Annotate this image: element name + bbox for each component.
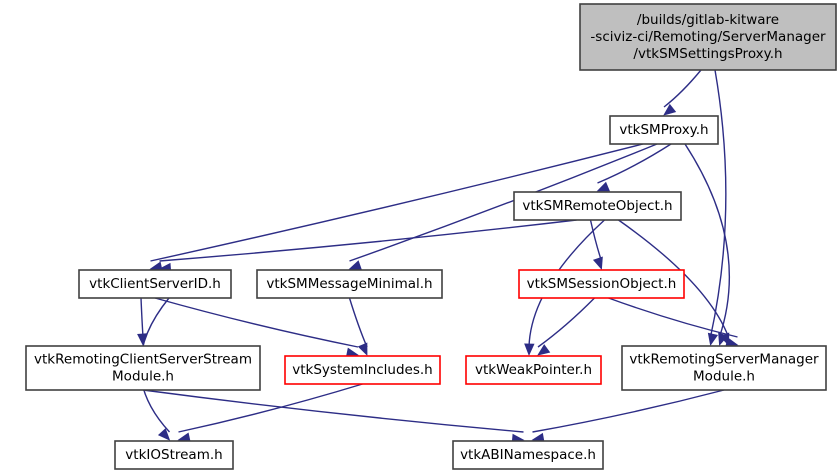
node-label-weakpointer: vtkWeakPointer.h — [475, 362, 592, 378]
node-label-clientserverid: vtkClientServerID.h — [89, 276, 221, 292]
node-iostream[interactable]: vtkIOStream.h — [114, 440, 234, 470]
node-systemincludes[interactable]: vtkSystemIncludes.h — [284, 355, 441, 385]
edge-remotingclientserverstreammodule-to-abinamespace — [142, 389, 524, 433]
edge-systemincludes-to-iostream — [178, 383, 363, 433]
node-box-root[interactable] — [579, 3, 837, 71]
edge-smmessageminimal-to-systemincludes — [348, 297, 368, 348]
nodes-layer: /builds/gitlab-kitware-sciviz-ci/Remotin… — [25, 3, 837, 470]
edge-smproxy-to-clientserverid — [150, 143, 644, 262]
node-box-smremoteobject[interactable] — [513, 191, 682, 221]
edge-arrowhead — [157, 428, 171, 441]
node-box-remotingservermanagermodule[interactable] — [621, 345, 827, 391]
edge-arrowhead — [707, 332, 719, 347]
edges-layer — [137, 69, 739, 445]
edge-smremoteobject-to-remotingservermanagermodule — [618, 219, 730, 338]
node-smremoteobject[interactable]: vtkSMRemoteObject.h — [513, 191, 682, 221]
edge-arrowhead — [348, 260, 362, 271]
node-box-smproxy[interactable] — [609, 115, 719, 145]
node-label-smsessionobject: vtkSMSessionObject.h — [527, 276, 677, 292]
node-label-smproxy: vtkSMProxy.h — [619, 122, 708, 138]
edge-root-to-remotingservermanagermodule — [709, 69, 727, 338]
node-box-systemincludes[interactable] — [284, 355, 441, 385]
node-label-systemincludes: vtkSystemIncludes.h — [292, 362, 432, 378]
node-root[interactable]: /builds/gitlab-kitware-sciviz-ci/Remotin… — [579, 3, 837, 71]
node-label-iostream: vtkIOStream.h — [125, 447, 222, 463]
edge-clientserverid-to-systemincludes — [154, 297, 359, 348]
node-smsessionobject[interactable]: vtkSMSessionObject.h — [518, 269, 685, 299]
edge-smsessionobject-to-remotingservermanagermodule — [608, 297, 738, 338]
edge-smproxy-to-smmessageminimal — [349, 143, 658, 262]
edge-smremoteobject-to-smsessionobject — [589, 219, 603, 262]
node-box-clientserverid[interactable] — [78, 269, 232, 299]
node-label-abinamespace: vtkABINamespace.h — [460, 447, 596, 463]
node-label-smmessageminimal: vtkSMMessageMinimal.h — [266, 276, 432, 292]
node-clientserverid[interactable]: vtkClientServerID.h — [78, 269, 232, 299]
edge-smsessionobject-to-weakpointer — [537, 297, 595, 348]
edge-arrowhead — [357, 342, 368, 356]
edge-arrowhead — [663, 103, 677, 116]
node-box-smmessageminimal[interactable] — [256, 269, 443, 299]
edge-remotingservermanagermodule-to-abinamespace — [532, 389, 725, 433]
node-abinamespace[interactable]: vtkABINamespace.h — [452, 440, 604, 470]
edge-root-to-smproxy — [663, 69, 702, 108]
node-box-smsessionobject[interactable] — [518, 269, 685, 299]
edge-arrowhead — [592, 256, 603, 270]
node-box-remotingclientserverstreammodule[interactable] — [25, 345, 261, 391]
node-label-smremoteobject: vtkSMRemoteObject.h — [522, 198, 672, 214]
node-smmessageminimal[interactable]: vtkSMMessageMinimal.h — [256, 269, 443, 299]
edge-arrowhead — [524, 343, 535, 357]
edge-smremoteobject-to-clientserverid — [159, 219, 577, 262]
node-box-iostream[interactable] — [114, 440, 234, 470]
edge-arrowhead — [596, 181, 611, 192]
node-label-root: /builds/gitlab-kitware-sciviz-ci/Remotin… — [590, 12, 826, 62]
edge-smproxy-to-remotingservermanagermodule — [684, 143, 731, 338]
node-smproxy[interactable]: vtkSMProxy.h — [609, 115, 719, 145]
node-box-abinamespace[interactable] — [452, 440, 604, 470]
edge-clientserverid-to-remotingclientserverstreammodule — [140, 297, 144, 338]
edge-arrowhead — [537, 344, 551, 356]
node-box-weakpointer[interactable] — [465, 355, 602, 385]
node-weakpointer[interactable]: vtkWeakPointer.h — [465, 355, 602, 385]
edge-smproxy-to-smremoteobject — [597, 143, 672, 184]
